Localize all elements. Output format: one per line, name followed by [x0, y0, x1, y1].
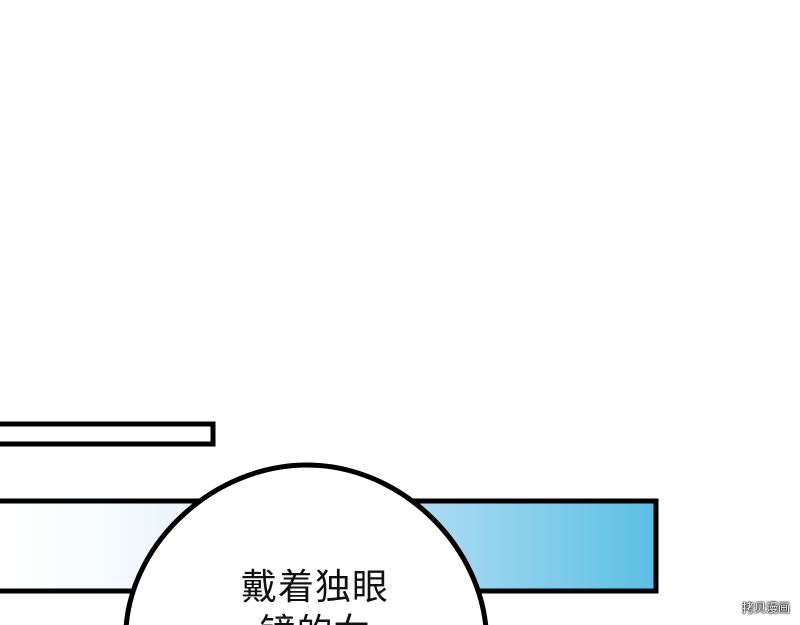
watermark: 拷贝漫画 — [741, 601, 790, 615]
speech-text-line-1: 戴着独眼 — [240, 567, 389, 608]
speech-bubble — [123, 462, 489, 625]
small-panel-strip — [0, 421, 216, 447]
speech-text-line-2: 镜的女 — [200, 611, 430, 625]
